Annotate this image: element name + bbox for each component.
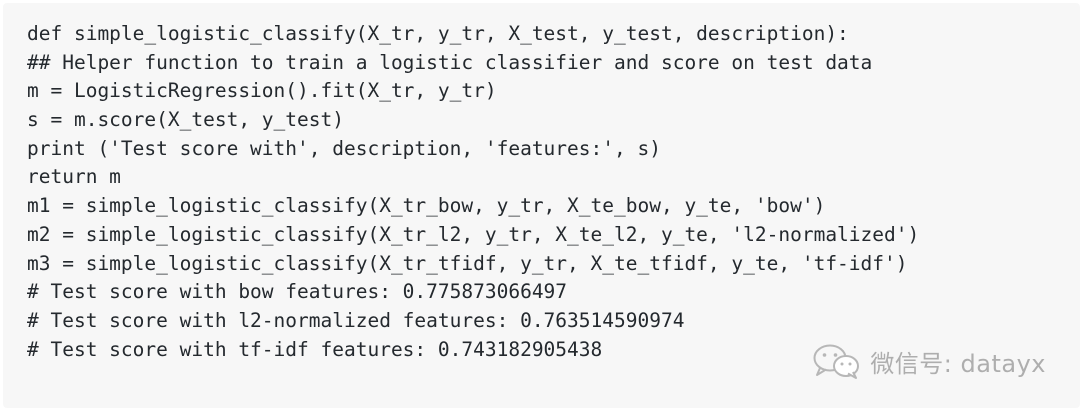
code-panel: def simple_logistic_classify(X_tr, y_tr,… <box>3 3 1080 408</box>
code-line: m1 = simple_logistic_classify(X_tr_bow, … <box>27 194 826 218</box>
code-line: m2 = simple_logistic_classify(X_tr_l2, y… <box>27 222 920 246</box>
code-line: m3 = simple_logistic_classify(X_tr_tfidf… <box>27 251 908 275</box>
code-line: # Test score with bow features: 0.775873… <box>27 280 568 304</box>
code-block: def simple_logistic_classify(X_tr, y_tr,… <box>27 20 919 364</box>
watermark-text: 微信号: datayx <box>870 349 1046 378</box>
code-line: # Test score with tf-idf features: 0.743… <box>27 337 603 361</box>
wechat-icon <box>813 344 860 379</box>
code-line: def simple_logistic_classify(X_tr, y_tr,… <box>27 22 849 45</box>
wechat-watermark: 微信号: datayx <box>810 341 1046 381</box>
code-line: return m <box>27 165 121 189</box>
code-line: m = LogisticRegression().fit(X_tr, y_tr) <box>27 79 497 103</box>
code-line: s = m.score(X_test, y_test) <box>27 108 344 132</box>
code-line: print ('Test score with', description, '… <box>27 136 661 160</box>
code-line: ## Helper function to train a logistic c… <box>27 50 873 74</box>
code-line: # Test score with l2-normalized features… <box>27 308 685 332</box>
